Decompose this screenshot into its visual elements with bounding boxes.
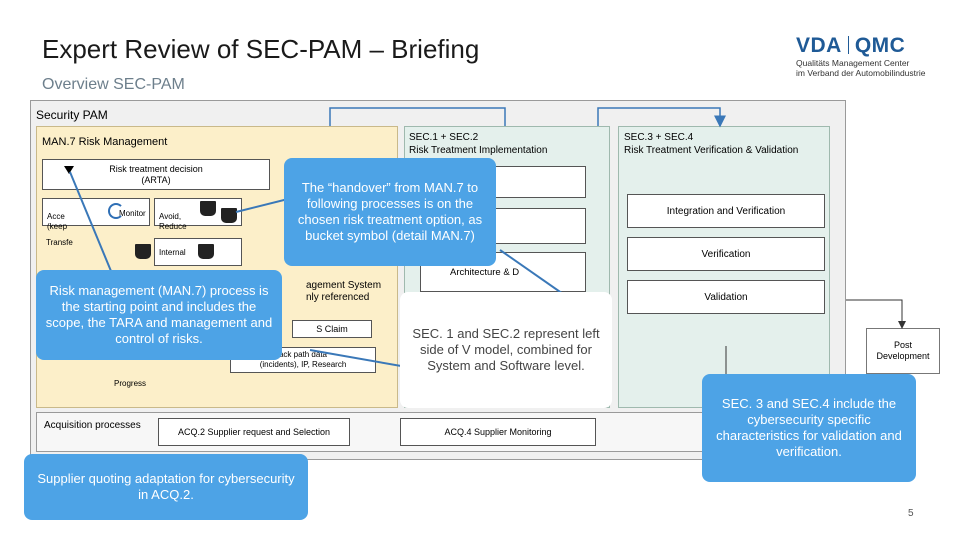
page-subtitle: Overview SEC-PAM bbox=[42, 76, 185, 93]
transfer-label: Transfe bbox=[46, 238, 73, 247]
bucket-icon bbox=[198, 244, 214, 259]
page-number: 5 bbox=[908, 508, 914, 519]
decision-triangle-icon bbox=[64, 166, 74, 174]
post-development-box: Post Development bbox=[866, 328, 940, 374]
progress-label: Progress bbox=[114, 379, 147, 388]
claim-box: S Claim bbox=[292, 320, 372, 338]
callout-sec12: SEC. 1 and SEC.2 represent left side of … bbox=[400, 292, 612, 408]
callout-handover: The “handover” from MAN.7 to following p… bbox=[284, 158, 496, 266]
callout-risk-management: Risk management (MAN.7) process is the s… bbox=[36, 270, 282, 360]
logo-vda: VDA bbox=[796, 34, 842, 57]
acq2-box: ACQ.2 Supplier request and Selection bbox=[158, 418, 350, 446]
arch-label: Architecture & D bbox=[450, 267, 520, 278]
bucket-icon bbox=[200, 201, 216, 216]
callout-sec34: SEC. 3 and SEC.4 include the cybersecuri… bbox=[702, 374, 916, 482]
callout-pointer bbox=[69, 171, 119, 289]
logo-qmc: QMC bbox=[854, 34, 906, 57]
flow-arrow bbox=[846, 299, 906, 329]
sec34-title: SEC.3 + SEC.4 Risk Treatment Verificatio… bbox=[624, 132, 799, 156]
acq4-label: ACQ.4 Supplier Monitoring bbox=[444, 427, 552, 437]
accept-label: Acce (keep bbox=[47, 212, 68, 231]
logo-line1: Qualitäts Management Center bbox=[796, 58, 910, 68]
vda-qmc-logo: VDA QMC Qualitäts Management Center im Ve… bbox=[796, 34, 926, 92]
verification-label: Verification bbox=[701, 248, 751, 260]
integration-label: Integration and Verification bbox=[666, 205, 786, 217]
logo-line2: im Verband der Automobilindustrie bbox=[796, 68, 926, 78]
feedback-box: ack path data (incidents), IP, Research bbox=[230, 347, 376, 373]
internal-label: Internal bbox=[159, 248, 186, 257]
acquisition-label: Acquisition processes bbox=[44, 420, 141, 431]
flow-arrow bbox=[597, 107, 726, 128]
acq4-box: ACQ.4 Supplier Monitoring bbox=[400, 418, 596, 446]
bucket-icon bbox=[221, 208, 237, 223]
post-development-label: Post Development bbox=[876, 340, 930, 361]
feedback-label: ack path data (incidents), IP, Research bbox=[259, 350, 347, 369]
avoid-label: Avoid, Reduce bbox=[159, 212, 187, 231]
monitor-label: Monitor bbox=[119, 209, 146, 218]
verification-box: Verification bbox=[627, 237, 825, 271]
man-system-label: agement System nly referenced bbox=[306, 280, 382, 303]
page-title: Expert Review of SEC-PAM – Briefing bbox=[42, 34, 480, 64]
risk-decision-box: Risk treatment decision (ARTA) bbox=[42, 159, 270, 190]
claim-label: S Claim bbox=[316, 324, 348, 334]
acq2-label: ACQ.2 Supplier request and Selection bbox=[177, 427, 331, 437]
cycle-icon bbox=[108, 203, 124, 219]
bucket-icon bbox=[135, 244, 151, 259]
callout-supplier: Supplier quoting adaptation for cybersec… bbox=[24, 454, 308, 520]
validation-box: Validation bbox=[627, 280, 825, 314]
integration-box: Integration and Verification bbox=[627, 194, 825, 228]
man7-title: MAN.7 Risk Management bbox=[42, 136, 168, 148]
accept-box: Acce (keep bbox=[42, 198, 150, 231]
risk-decision-label: Risk treatment decision (ARTA) bbox=[109, 163, 203, 185]
security-pam-label: Security PAM bbox=[36, 108, 108, 122]
flow-arrow bbox=[329, 107, 506, 126]
sec12-title: SEC.1 + SEC.2 Risk Treatment Implementat… bbox=[409, 132, 548, 156]
validation-label: Validation bbox=[704, 291, 748, 303]
